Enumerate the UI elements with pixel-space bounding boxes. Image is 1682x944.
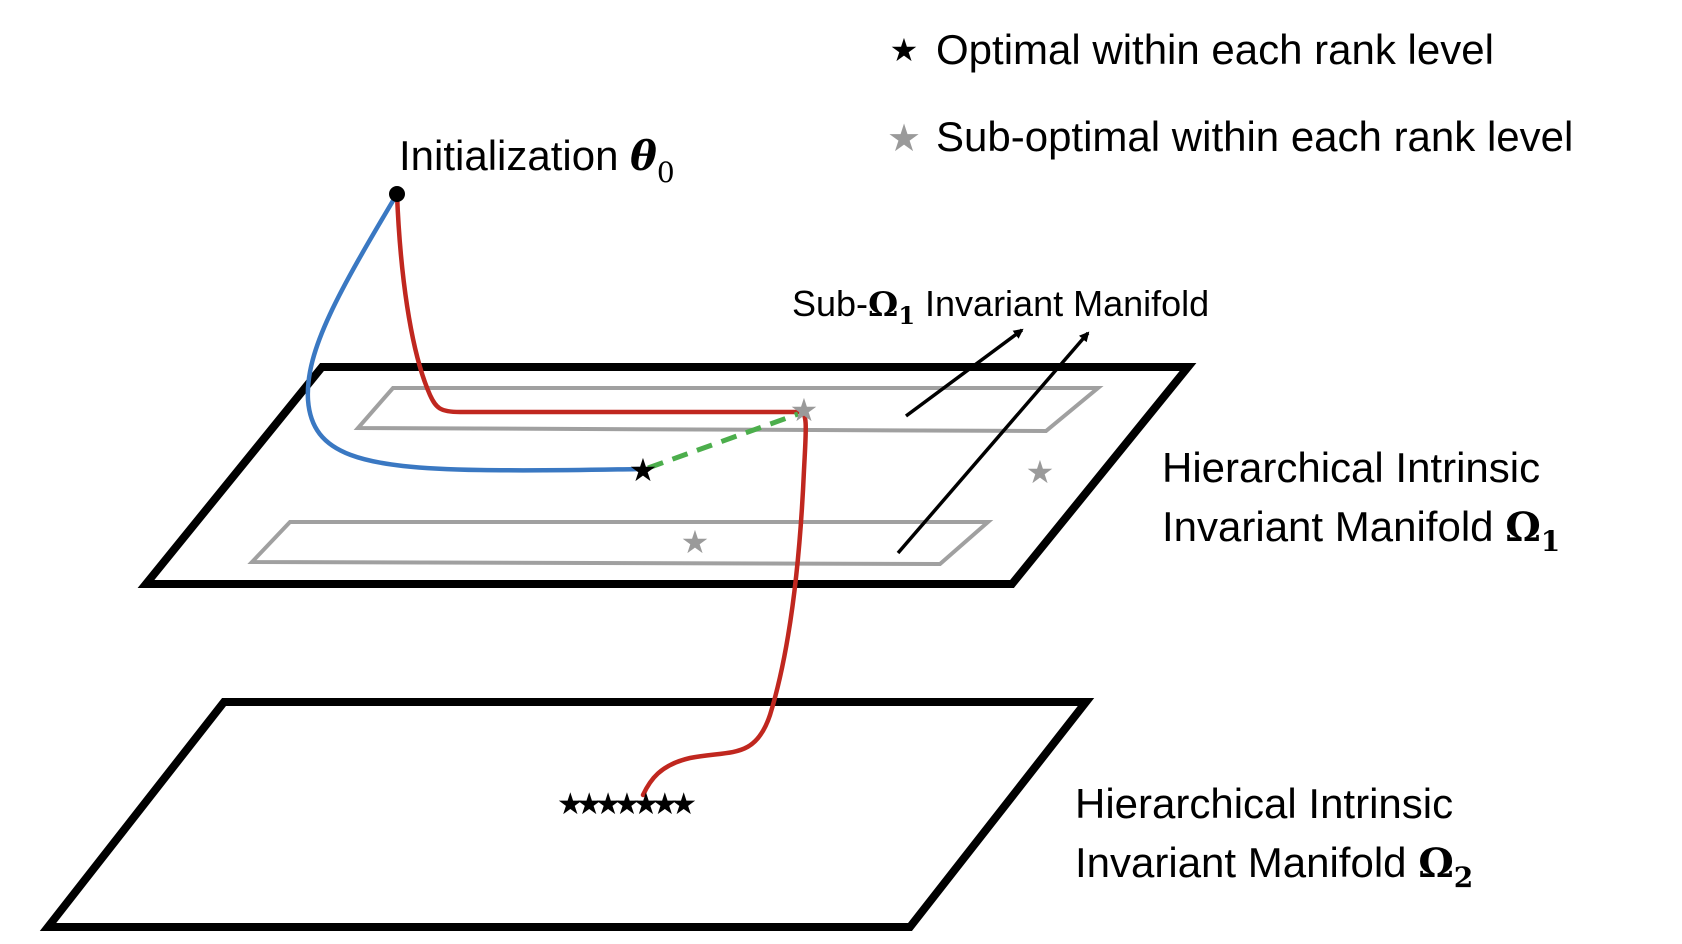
optimal-star-cluster: ★★★★★★★ [557,787,695,822]
suboptimal-star-right: ★ [1026,453,1055,491]
legend-suboptimal-star: ★ [887,116,921,160]
initialization-point [389,186,405,202]
sub-manifold-strip-upper [353,386,1104,434]
omega2-plane [39,698,1095,931]
omega2-line2-text: Invariant Manifold [1075,839,1418,886]
omega2-line1: Hierarchical Intrinsic [1075,780,1453,827]
blue-trajectory [305,191,643,473]
initialization-label: Initialization θ0 [399,132,675,189]
initialization-text: Initialization [399,132,630,179]
sub-manifold-arrow-1 [904,328,1024,418]
legend-optimal-label: Optimal within each rank level [936,26,1494,73]
omega1-line1: Hierarchical Intrinsic [1162,444,1540,491]
omega1-plane [137,363,1197,588]
omega1-symbol: Ω [1505,504,1541,551]
sub-suffix: Invariant Manifold [915,283,1209,324]
omega1-line2-text: Invariant Manifold [1162,503,1505,550]
legend: ★ Optimal within each rank level ★ Sub-o… [887,26,1573,160]
omega2-index: 2 [1454,861,1473,894]
omega2-label: Hierarchical Intrinsic Invariant Manifol… [1075,780,1473,894]
legend-suboptimal-label: Sub-optimal within each rank level [936,113,1573,160]
suboptimal-star-lower-strip: ★ [681,523,710,561]
legend-optimal-star: ★ [890,31,919,69]
omega2-symbol: Ω [1418,840,1454,887]
sub-manifold-label: Sub-Ω1 Invariant Manifold [792,283,1209,330]
green-dashed-connection [647,411,799,471]
omega1-line2: Invariant Manifold Ω1 [1162,503,1560,558]
sub-prefix: Sub- [792,283,868,324]
theta-subscript: 0 [657,156,675,189]
sub-omega-symbol: Ω [868,285,898,325]
optimal-star-upper: ★ [629,451,658,489]
sub-omega-index: 1 [898,301,915,330]
omega2-line2: Invariant Manifold Ω2 [1075,839,1473,894]
omega1-index: 1 [1541,525,1560,558]
sub-manifold-strip-lower [247,520,994,567]
omega1-label: Hierarchical Intrinsic Invariant Manifol… [1162,444,1560,558]
red-trajectory [394,191,809,798]
theta-symbol: θ [630,133,657,180]
sub-manifold-arrow-2 [896,331,1090,555]
suboptimal-star-corner: ★ [790,391,819,429]
